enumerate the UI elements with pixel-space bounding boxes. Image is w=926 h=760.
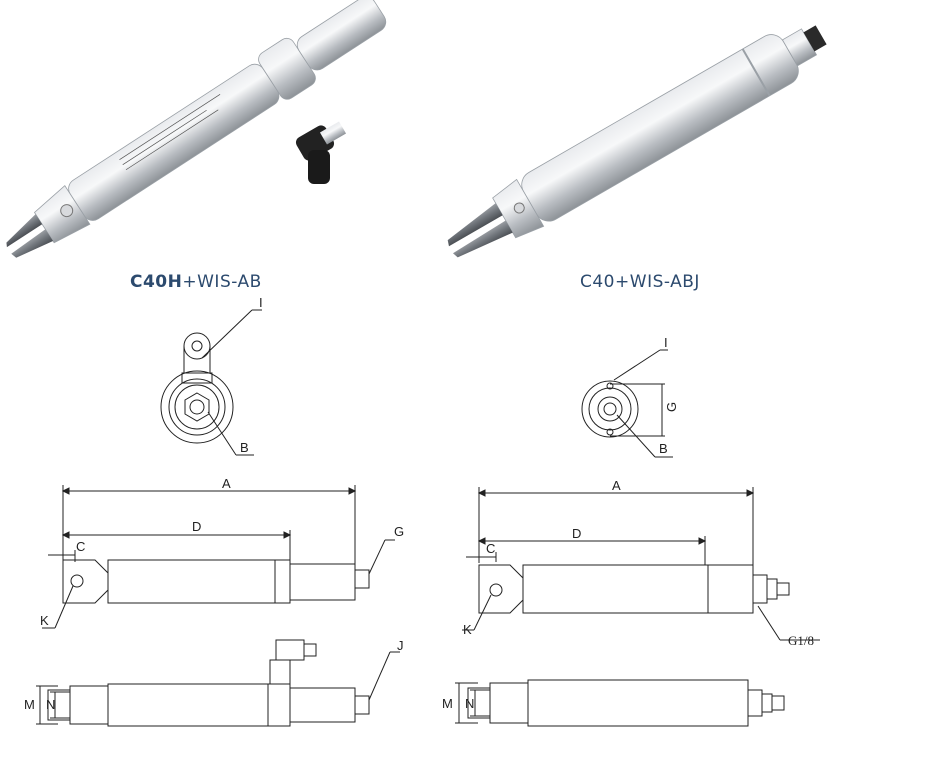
label-right-end-i: I [664, 335, 668, 350]
product-title-right-bold: C40 [580, 272, 616, 292]
label-left-bottom-m: M [24, 697, 35, 712]
label-left-side-k: K [40, 613, 49, 628]
end-view-left [160, 309, 262, 456]
label-right-side-k: K [463, 622, 472, 637]
bottom-view-right [455, 679, 785, 727]
label-left-bottom-n: N [46, 697, 55, 712]
product-title-left-rest: +WIS-AB [182, 272, 262, 292]
label-left-side-g: G [394, 524, 404, 539]
side-view-left [42, 485, 395, 629]
product-title-left: C40H+WIS-AB [130, 272, 262, 292]
product-title-left-bold: C40H [130, 272, 183, 292]
label-right-side-g18: G1/8 [788, 633, 814, 648]
product-photo-left [6, 0, 387, 258]
label-left-side-d: D [192, 519, 201, 534]
label-right-side-d: D [572, 526, 581, 541]
product-photo-right [447, 25, 827, 258]
label-left-end-i: I [259, 295, 263, 310]
label-left-bottom-j: J [397, 638, 404, 653]
label-right-bottom-n: N [465, 696, 474, 711]
label-right-end-b: B [659, 441, 668, 456]
product-title-right-rest: +WIS-ABJ [615, 272, 700, 292]
side-view-right [462, 487, 820, 641]
label-left-side-c: C [76, 539, 85, 554]
label-right-side-a: A [612, 478, 621, 493]
label-left-end-b: B [240, 440, 249, 455]
label-left-side-a: A [222, 476, 231, 491]
bottom-view-left [36, 639, 400, 727]
end-view-right [581, 349, 673, 458]
label-right-bottom-m: M [442, 696, 453, 711]
product-title-right: C40+WIS-ABJ [580, 272, 700, 292]
label-right-side-c: C [486, 541, 495, 556]
label-right-end-g: G [664, 402, 679, 412]
